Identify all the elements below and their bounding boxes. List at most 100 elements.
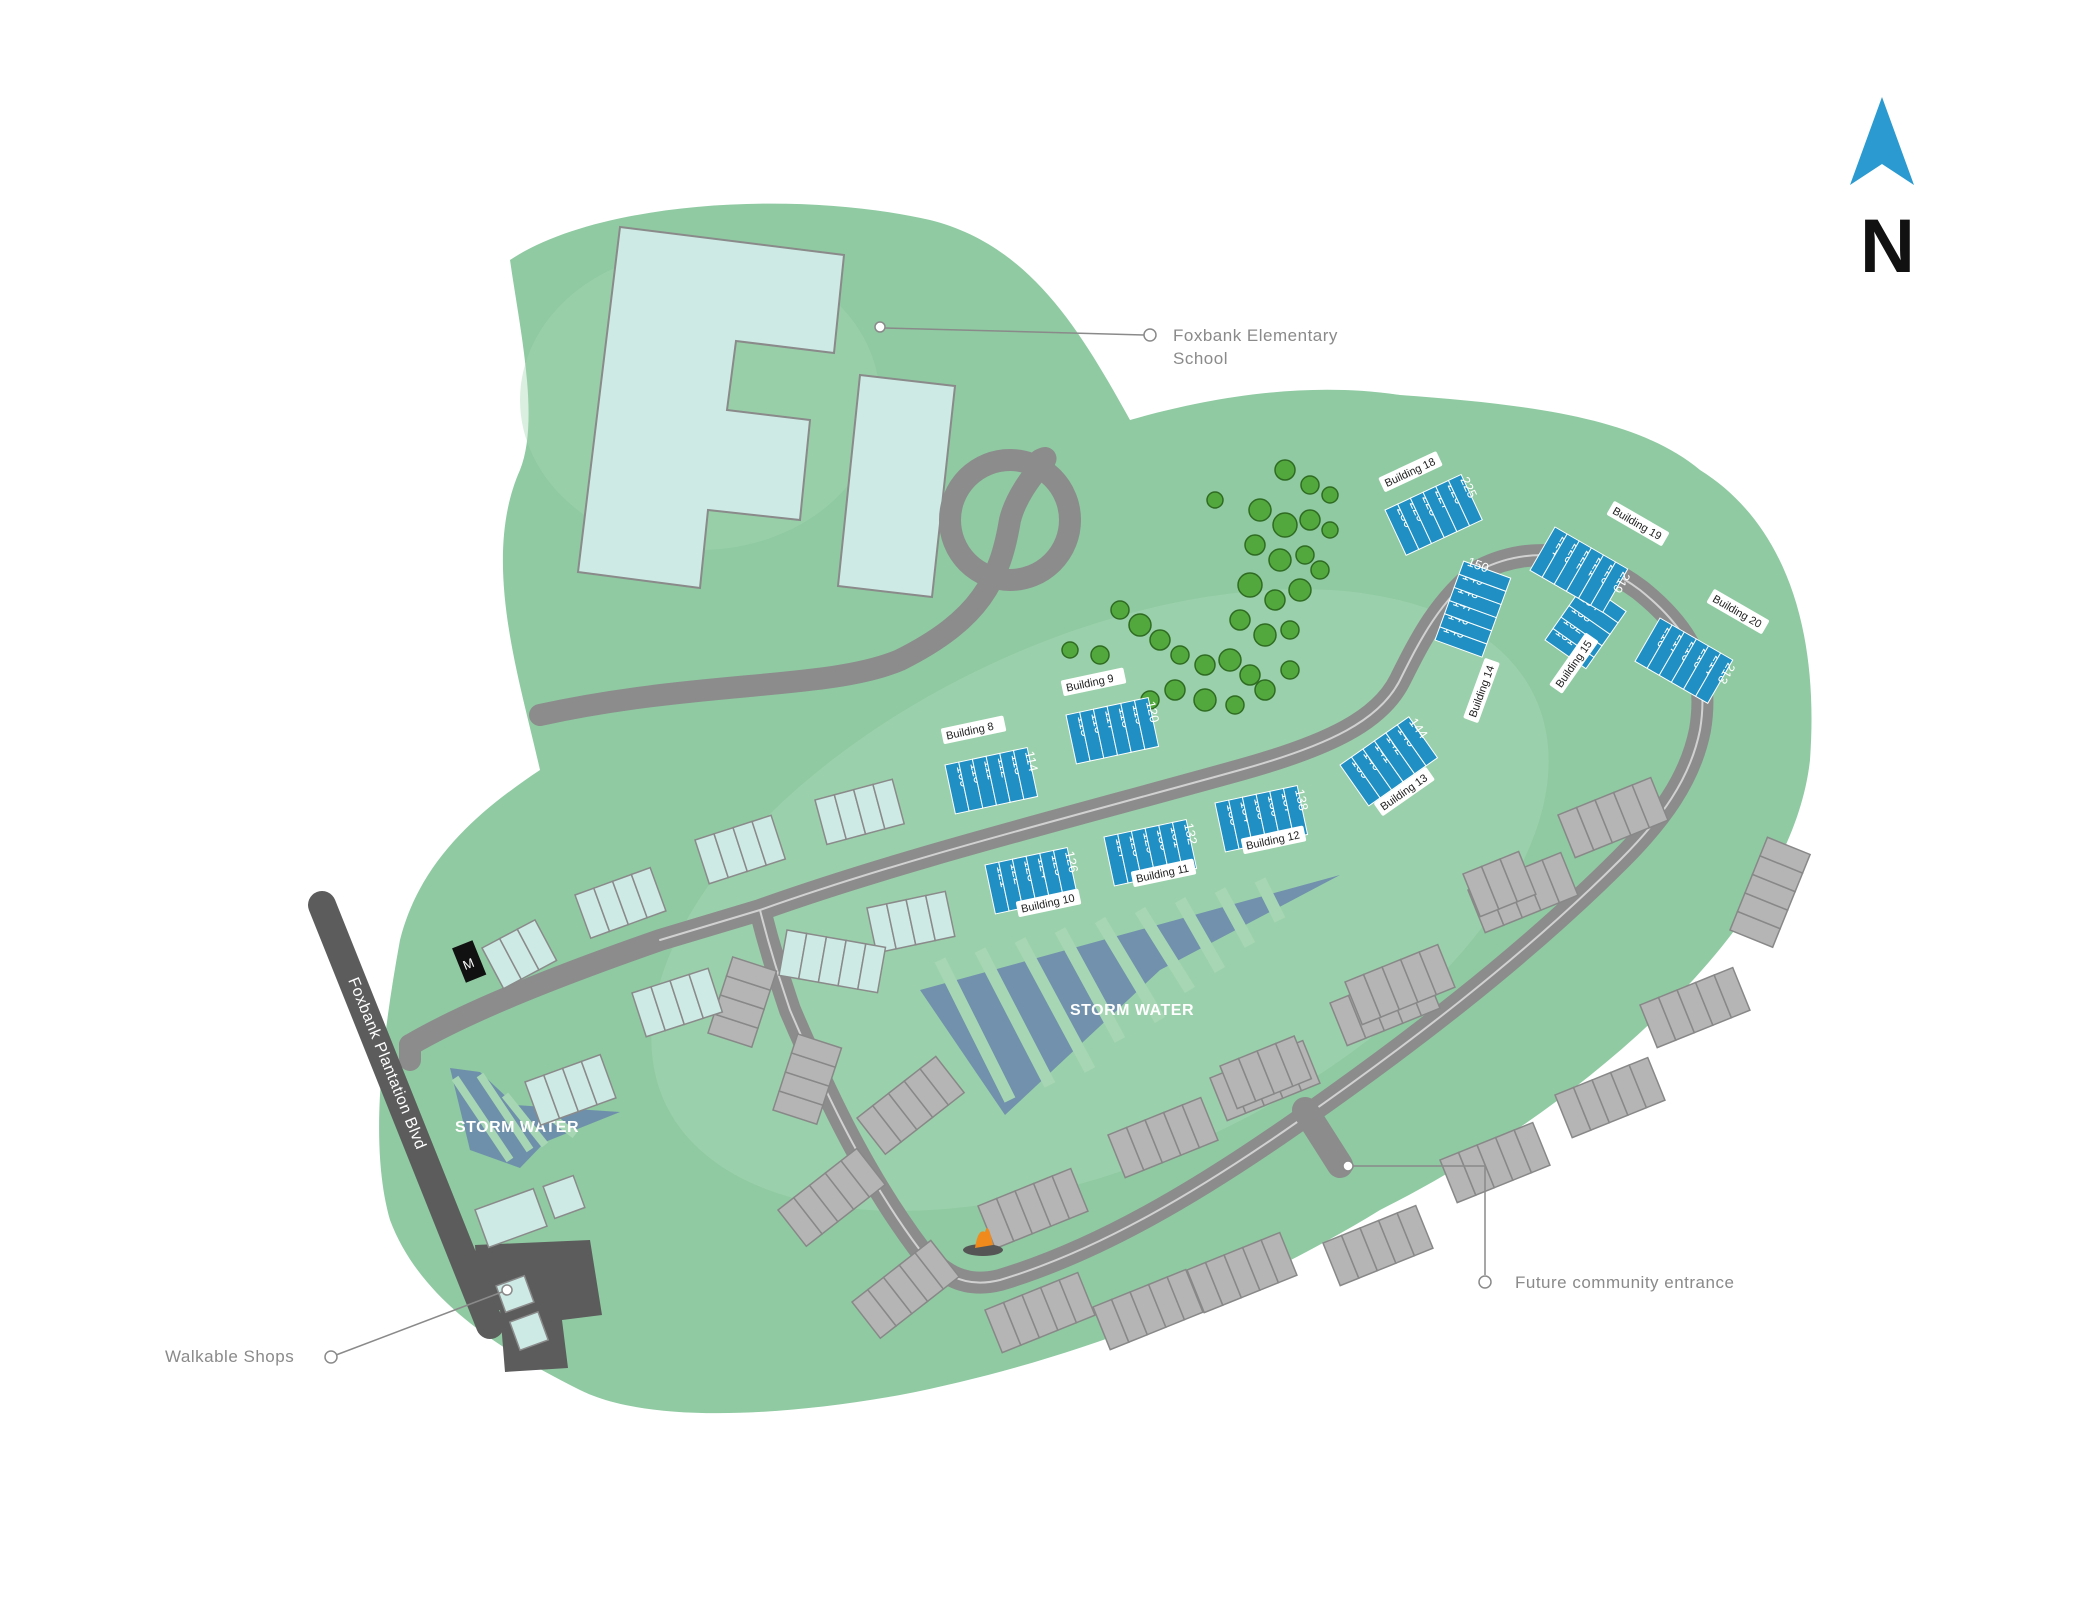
townhome-unit: [918, 1055, 966, 1107]
future-row: [776, 1147, 887, 1248]
north-label: N: [1860, 204, 1915, 289]
school-label-line1: Foxbank Elementary: [1173, 326, 1338, 345]
available-building[interactable]: 145146147148149150: [1434, 553, 1514, 658]
built-row: [574, 866, 667, 940]
entrance-callout: [1342, 1160, 1492, 1289]
available-building[interactable]: 109110111112113114: [944, 746, 1046, 815]
future-townhome-rows: [707, 776, 1812, 1354]
future-row: [772, 1032, 843, 1126]
unit-150[interactable]: [1458, 560, 1512, 592]
future-row: [1107, 1096, 1219, 1179]
available-building[interactable]: 127128129130131132: [1103, 818, 1205, 887]
available-building[interactable]: 115116117118119120: [1065, 696, 1167, 765]
future-row: [1462, 850, 1537, 918]
built-row: [631, 967, 724, 1038]
townhome-unit: [1396, 1204, 1434, 1257]
future-row: [707, 955, 778, 1049]
townhome-unit: [516, 918, 558, 971]
future-row: [1219, 1035, 1313, 1110]
unit-number: 114: [1022, 750, 1041, 773]
north-arrow: N: [1850, 97, 1915, 289]
future-row: [977, 1167, 1089, 1250]
foxbank-plantation-blvd: [308, 891, 504, 1339]
available-building[interactable]: 133134135136137138: [1214, 784, 1316, 853]
shops-callout: [324, 1284, 513, 1364]
townhome-unit: [872, 778, 906, 830]
townhome-unit: [1499, 850, 1537, 903]
school-callout: [874, 321, 1157, 342]
tree-cluster: [1061, 459, 1339, 715]
townhome-unit: [1051, 1167, 1089, 1220]
future-row: [1092, 1268, 1204, 1351]
townhome-unit: [630, 866, 667, 919]
townhome-unit: [1541, 851, 1579, 904]
future-row: [1322, 1204, 1434, 1287]
future-row: [1639, 966, 1751, 1049]
townhome-unit: [751, 814, 787, 867]
fire-pit-icon: [963, 1228, 1003, 1256]
townhome-unit: [1058, 1271, 1096, 1324]
townhome-unit: [1513, 1121, 1551, 1174]
unit-114[interactable]: [1012, 746, 1039, 800]
model-home[interactable]: M: [452, 940, 487, 983]
townhome-unit: [1758, 836, 1812, 875]
unit-number: 150: [1465, 554, 1491, 576]
future-row: [1557, 776, 1669, 859]
school-buildings: [576, 225, 957, 599]
future-row: [1554, 1056, 1666, 1139]
townhome-unit: [924, 890, 956, 942]
built-townhome-rows: [480, 778, 956, 1127]
built-row: [866, 890, 956, 954]
future-row: [984, 1271, 1096, 1354]
available-building[interactable]: 224223222221220219: [1529, 526, 1636, 617]
unit-number: 126: [1062, 850, 1081, 874]
school-cul-de-sac: [939, 449, 1081, 591]
townhome-unit: [1628, 1056, 1666, 1109]
townhome-unit: [1166, 1268, 1204, 1321]
future-row: [1186, 1231, 1298, 1314]
available-buildings: 109110111112113114Building 8115116117118…: [940, 451, 1769, 917]
entrance-label: Future community entrance: [1515, 1273, 1734, 1292]
school-access-road: [529, 447, 1057, 726]
future-row: [855, 1055, 966, 1156]
townhome-unit: [1418, 943, 1456, 996]
storm-water-ponds: STORM WATER STORM WATER: [450, 875, 1340, 1168]
townhome-unit: [856, 943, 887, 994]
future-row: [850, 1239, 961, 1340]
unit-144[interactable]: [1396, 716, 1439, 767]
townhome-unit: [1631, 776, 1669, 829]
townhome-unit: [580, 1053, 617, 1106]
available-building[interactable]: 218217216215214213: [1634, 617, 1741, 708]
unit-213[interactable]: [1694, 652, 1734, 704]
school-label-line2: School: [1173, 349, 1228, 368]
future-row: [1729, 836, 1812, 949]
model-home-label: M: [461, 955, 477, 973]
unit-219[interactable]: [1589, 561, 1629, 613]
shops-label: Walkable Shops: [165, 1347, 294, 1366]
available-building[interactable]: 230229228227226225: [1384, 471, 1490, 556]
built-row: [814, 778, 906, 846]
available-building[interactable]: 121122123124125126: [984, 846, 1086, 915]
townhome-unit: [790, 1032, 843, 1069]
townhome-unit: [1181, 1096, 1219, 1149]
built-row: [480, 918, 558, 990]
shops-buildings: [474, 1174, 586, 1352]
future-row: [1344, 943, 1456, 1026]
townhome-unit: [1713, 966, 1751, 1019]
available-building[interactable]: 139140141142143144: [1339, 712, 1445, 807]
shops-parking: [475, 1240, 602, 1372]
townhome-unit: [1260, 1231, 1298, 1284]
unit-120[interactable]: [1133, 696, 1160, 750]
north-arrow-icon: [1850, 97, 1914, 185]
unit-number: 120: [1143, 700, 1162, 724]
unit-225[interactable]: [1447, 473, 1483, 527]
townhome-unit: [913, 1239, 961, 1291]
townhome-unit: [688, 967, 724, 1020]
storm-water-label-small: STORM WATER: [455, 1119, 579, 1136]
unit-number: 138: [1292, 788, 1311, 812]
townhome-unit: [725, 955, 778, 992]
townhome-unit: [1274, 1035, 1313, 1088]
unit-number: 132: [1181, 822, 1200, 846]
townhome-unit: [839, 1147, 887, 1199]
